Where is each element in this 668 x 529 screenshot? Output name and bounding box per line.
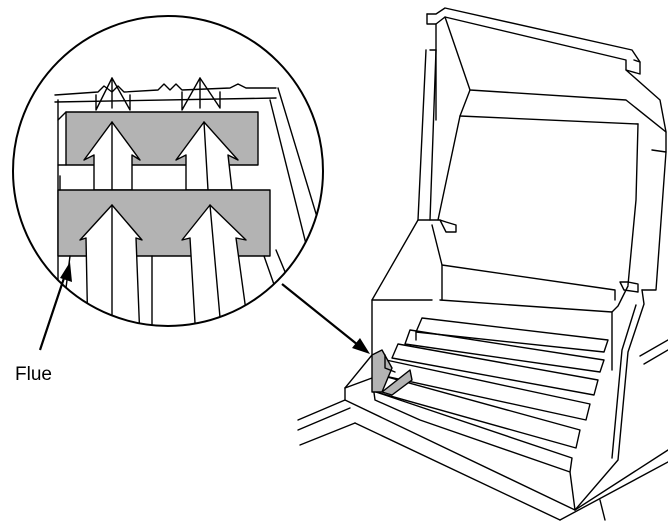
leader-arrow [281, 283, 370, 354]
machine-body [344, 219, 645, 511]
flue-label: Flue [15, 364, 52, 385]
machine-base [297, 339, 668, 521]
zoom-rear-fins [95, 77, 221, 111]
machine-flue [371, 349, 413, 396]
machine-lid [417, 7, 667, 293]
machine-illustration [297, 7, 668, 521]
zoom-middle-fins [83, 121, 239, 191]
flue-callout: Flue [15, 262, 72, 385]
magnifier-circle [12, 15, 324, 327]
